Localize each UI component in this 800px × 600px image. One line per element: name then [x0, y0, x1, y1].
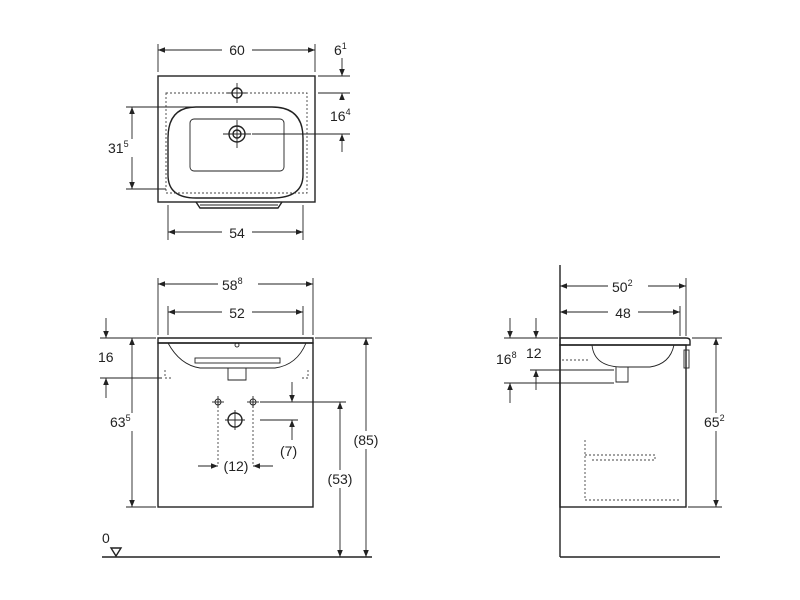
- worktop-side: [559, 337, 691, 346]
- side-view: 502 48 168 12 652: [496, 265, 738, 558]
- side-drain-offset-label: 12: [526, 345, 542, 361]
- cabinet-front: [157, 342, 314, 508]
- waste-height-label: (53): [328, 471, 353, 487]
- total-height-label: (85): [354, 432, 379, 448]
- top-width-label: 60: [229, 42, 245, 58]
- worktop-front: [157, 337, 314, 344]
- front-height-label: 635: [110, 413, 131, 430]
- bowl-inner-top: [189, 118, 285, 172]
- top-inner-width-label: 54: [229, 225, 245, 241]
- front-outer-width-label: 588: [222, 276, 243, 293]
- front-view: 0 588 52: [98, 275, 386, 558]
- basin-outline-top: [157, 75, 316, 203]
- top-drain-offset-label: 164: [330, 107, 351, 124]
- cabinet-hidden-line: [165, 92, 308, 194]
- top-depth-label: 315: [108, 139, 129, 156]
- bowl-hidden-side: [591, 344, 675, 368]
- cabinet-side: [559, 344, 687, 508]
- side-height-label: 652: [704, 413, 725, 430]
- side-inner-depth-label: 48: [615, 305, 631, 321]
- floor-level-label: 0: [102, 530, 110, 546]
- side-bowl-depth-label: 168: [496, 350, 517, 367]
- towel-rail-top: [195, 201, 283, 209]
- top-offset-label: 61: [334, 41, 347, 58]
- waste-spacing-label: (12): [224, 458, 249, 474]
- waste-offset-label: (7): [280, 443, 297, 459]
- side-depth-label: 502: [612, 278, 633, 295]
- front-top-thickness-label: 16: [98, 349, 114, 365]
- bowl-hidden-front: [167, 342, 307, 369]
- top-view: 60 61 164 315 54: [106, 40, 351, 241]
- bowl-outline-top: [167, 106, 304, 199]
- floor-level-marker: [109, 547, 123, 558]
- front-inner-width-label: 52: [229, 305, 245, 321]
